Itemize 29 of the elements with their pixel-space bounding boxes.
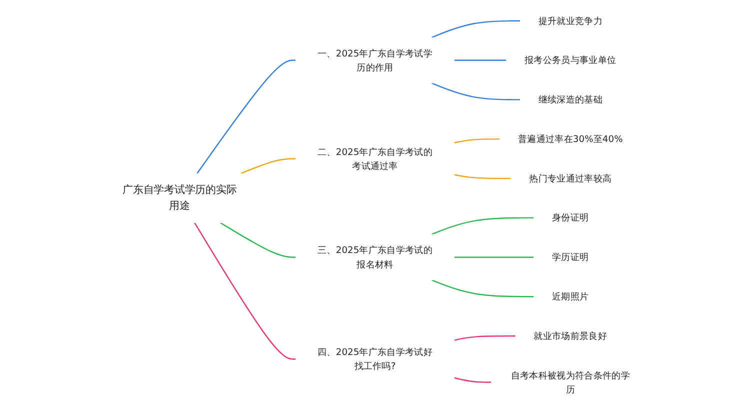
connector [454, 174, 511, 180]
node-text: 就业市场前景良好 [534, 330, 608, 342]
connector [194, 222, 296, 360]
node-text: 普遍通过率在30%至40% [518, 133, 623, 144]
connector [432, 217, 534, 235]
node-text: 继续深造的基础 [538, 94, 602, 106]
node-text: 提升就业竞争力 [538, 15, 602, 26]
connector [196, 60, 296, 174]
node-text: 自考本科被视为符合条件的学历 [510, 370, 630, 394]
connector [220, 222, 296, 258]
connector [454, 335, 516, 341]
connector [454, 138, 500, 144]
connector [454, 256, 534, 258]
node-text: 广东自学考试学历的实际用途 [122, 184, 237, 212]
connector [432, 82, 520, 100]
connector [454, 60, 506, 61]
connector [240, 158, 296, 174]
connector [432, 20, 520, 38]
connector [454, 377, 491, 383]
node-text: 一、2025年广东自学考试学历的作用 [318, 48, 432, 73]
node-text: 学历证明 [552, 252, 589, 263]
node-text: 热门专业通过率较高 [529, 172, 612, 184]
node-text: 报考公务员与事业单位 [524, 54, 616, 66]
node-text: 二、2025年广东自学考试的考试通过率 [318, 146, 432, 171]
node-text: 三、2025年广东自学考试的报名材料 [318, 244, 432, 270]
node-text: 四、2025年广东自学考试好找工作吗? [318, 346, 432, 372]
connector [432, 280, 534, 298]
node-text: 身份证明 [552, 212, 589, 224]
node-text: 近期照片 [552, 290, 589, 302]
